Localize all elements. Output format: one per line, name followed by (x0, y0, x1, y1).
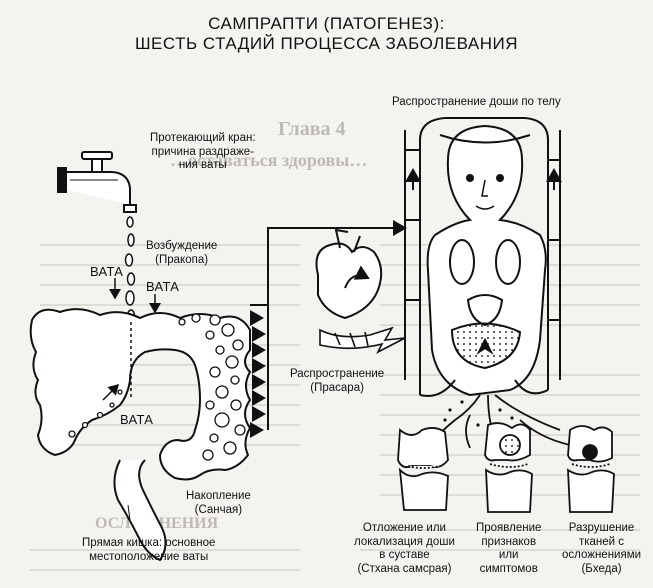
ghost-subheading: …оставаться здоровы… (170, 150, 368, 170)
spread-label-1: Распространение (290, 368, 385, 380)
stage5-label-3: или (498, 549, 519, 561)
stage6-label-4: (Бхеда) (581, 562, 622, 575)
accumulation-label: Накопление (Санчая) (186, 490, 251, 517)
spread-arrows (250, 227, 355, 438)
stage5-label: Проявление признаков или симптомов (476, 522, 541, 576)
title-line-2: ШЕСТЬ СТАДИЙ ПРОЦЕССА ЗАБОЛЕВАНИЯ (134, 34, 519, 53)
stage4-label-1: Отложение или (362, 522, 446, 534)
joint-stage6 (567, 425, 615, 513)
tap-label-3: ния ваты (178, 159, 227, 171)
provocation-label-1: Возбуждение (146, 240, 218, 252)
stage5-label-2: признаков (481, 535, 537, 548)
ghost-heading: Глава 4 (278, 118, 346, 140)
stage5-label-4: симптомов (479, 562, 538, 575)
heart (315, 228, 383, 320)
joint-stage5 (484, 422, 533, 513)
stage4-label-4: (Стхана самсрая) (357, 562, 452, 575)
spread-label-2: (Прасара) (310, 381, 364, 394)
provocation-label: Возбуждение (Пракопа) (146, 240, 217, 267)
rectum-label-1: Прямая кишка: основное (82, 537, 216, 549)
accumulation-label-2: (Санчая) (194, 503, 243, 516)
vata-label-3: ВАТА (120, 412, 154, 427)
colon-bubbles (68, 313, 246, 461)
tap-label-1: Протекающий кран: (150, 132, 256, 144)
accumulation-label-1: Накопление (186, 490, 251, 502)
rectum-label-2: местоположение ваты (89, 550, 209, 563)
joint-stage4 (397, 427, 449, 511)
stage6-label: Разрушение тканей с осложнениями (Бхеда) (562, 522, 641, 576)
stage5-label-1: Проявление (476, 522, 542, 534)
tap-label-2: причина раздраже- (151, 145, 255, 158)
stage6-label-1: Разрушение (568, 522, 635, 534)
spread-body-label: Распространение доши по телу (392, 96, 561, 108)
water-drops (124, 216, 136, 323)
body-figure (426, 124, 547, 397)
tap-label: Протекающий кран: причина раздраже- ния … (150, 132, 256, 173)
rectum-pointer (127, 504, 131, 521)
circulation-network (355, 117, 562, 397)
vata-arrows (102, 278, 161, 401)
stage4-label-2: локализация доши (354, 535, 455, 548)
rectum-label: Прямая кишка: основное местоположение ва… (82, 537, 215, 564)
stage6-label-2: тканей с (578, 535, 625, 548)
leaking-tap (57, 151, 137, 213)
heart-flow-arrow (319, 326, 406, 354)
vata-label-1: ВАТА (90, 264, 124, 279)
title-line-1: САМПРАПТИ (ПАТОГЕНЕЗ): (208, 14, 445, 33)
provocation-label-2: (Пракопа) (155, 253, 209, 266)
vata-label-2: ВАТА (146, 279, 180, 294)
spread-label: Распространение (Прасара) (290, 368, 384, 395)
stage4-label: Отложение или локализация доши в суставе… (354, 522, 455, 576)
dosha-dots (443, 400, 514, 427)
stage6-label-3: осложнениями (562, 549, 642, 561)
stage4-label-3: в суставе (379, 549, 430, 561)
colon (29, 308, 252, 562)
